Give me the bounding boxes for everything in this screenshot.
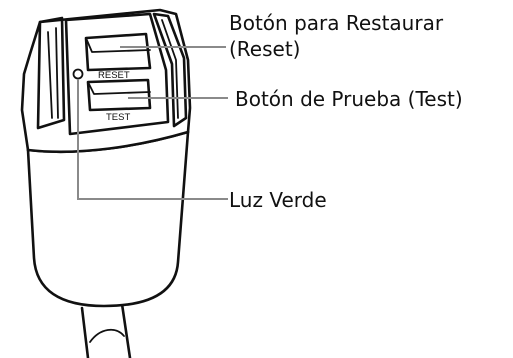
callout-reset-line1: Botón para Restaurar — [229, 11, 444, 35]
reset-button[interactable]: RESET — [84, 32, 152, 81]
left-grip — [36, 16, 66, 130]
callout-test: Botón de Prueba (Test) — [235, 87, 463, 111]
gfci-plug-illustration: RESET TEST — [20, 8, 192, 358]
callout-labels: Botón para Restaurar (Reset) Botón de Pr… — [229, 11, 463, 212]
reset-label: RESET — [98, 70, 130, 81]
leader-lines — [77, 46, 228, 200]
callout-light: Luz Verde — [229, 188, 327, 212]
power-cord — [80, 302, 132, 358]
test-label: TEST — [106, 112, 130, 123]
green-light-icon — [72, 68, 84, 80]
test-button[interactable]: TEST — [86, 78, 152, 123]
callout-reset-line2: (Reset) — [229, 37, 300, 61]
leader-light — [77, 79, 228, 200]
lower-housing — [26, 130, 190, 308]
